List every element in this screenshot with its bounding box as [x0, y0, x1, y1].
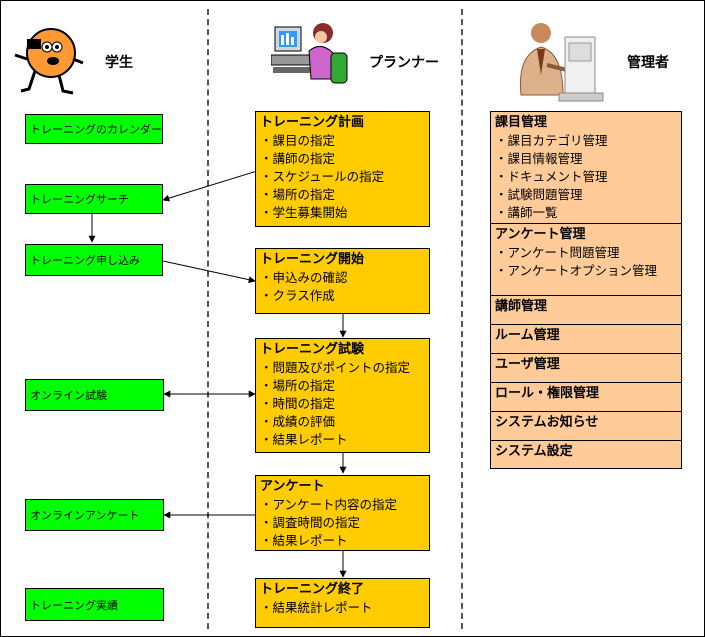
administrator-icon	[519, 23, 604, 102]
admin-item: ・講師一覧	[495, 205, 558, 220]
admin-section-title: アンケート管理	[495, 227, 586, 242]
student-box-calendar: トレーニングのカレンダー	[25, 114, 163, 144]
planner-box-title: アンケート	[260, 479, 325, 494]
planner-item: ・場所の指定	[260, 378, 336, 393]
planner-item: ・課目の指定	[260, 133, 336, 148]
planner-item: ・講師の指定	[260, 151, 336, 166]
admin-section-survey: アンケート管理 ・アンケート問題管理 ・アンケートオプション管理	[491, 224, 681, 296]
admin-section-title: ルーム管理	[495, 328, 560, 343]
lane-divider-1	[207, 9, 209, 629]
admin-item: ・アンケート問題管理	[495, 245, 620, 260]
planner-item: ・結果レポート	[260, 432, 348, 447]
admin-section-course: 課目管理 ・課目カテゴリ管理 ・課目情報管理 ・ドキュメント管理 ・試験問題管理…	[491, 112, 681, 224]
admin-section-notice: システムお知らせ	[491, 412, 681, 441]
admin-section-role: ロール・権限管理	[491, 383, 681, 412]
admin-section-instructor: 講師管理	[491, 296, 681, 325]
arrow-apply-to-start	[162, 260, 256, 284]
planner-item: ・クラス作成	[260, 288, 335, 303]
admin-item: ・課目情報管理	[495, 151, 583, 166]
planner-item: ・成績の評価	[260, 414, 336, 429]
admin-section-title: ユーザ管理	[495, 357, 560, 372]
admin-section-user: ユーザ管理	[491, 354, 681, 383]
planner-item: ・結果レポート	[260, 533, 348, 548]
planner-box-end: トレーニング終了 ・結果統計レポート	[255, 578, 430, 628]
planner-box-title: トレーニング終了	[260, 582, 365, 597]
planner-item: ・問題及びポイントの指定	[260, 360, 411, 375]
student-box-online-exam: オンライン試験	[25, 379, 164, 411]
admin-section-settings: システム設定	[491, 441, 681, 468]
admin-section-title: 講師管理	[495, 299, 548, 314]
student-box-results: トレーニング実績	[25, 588, 164, 621]
planner-item: ・場所の指定	[260, 187, 336, 202]
role-admin-title: 管理者	[627, 55, 669, 71]
planner-item: ・時間の指定	[260, 396, 336, 411]
planner-item: ・学生募集開始	[260, 205, 348, 220]
planner-box-exam: トレーニング試験 ・問題及びポイントの指定 ・場所の指定 ・時間の指定 ・成績の…	[255, 338, 430, 453]
admin-panel: 課目管理 ・課目カテゴリ管理 ・課目情報管理 ・ドキュメント管理 ・試験問題管理…	[490, 111, 682, 469]
admin-item: ・試験問題管理	[495, 187, 583, 202]
planner-box-title: トレーニング試験	[260, 342, 365, 357]
admin-section-title: ロール・権限管理	[495, 386, 600, 401]
admin-section-title: システム設定	[495, 444, 573, 459]
admin-item: ・課目カテゴリ管理	[495, 133, 608, 148]
admin-section-title: 課目管理	[495, 115, 548, 130]
student-box-online-survey: オンラインアンケート	[25, 499, 164, 531]
role-planner-title: プランナー	[369, 55, 439, 71]
role-student-title: 学生	[105, 55, 133, 71]
planner-item: ・結果統計レポート	[260, 600, 373, 615]
admin-section-room: ルーム管理	[491, 325, 681, 354]
planner-item: ・調査時間の指定	[260, 515, 361, 530]
planner-item: ・スケジュールの指定	[260, 169, 385, 184]
lane-divider-2	[461, 9, 463, 629]
planner-item: ・アンケート内容の指定	[260, 497, 398, 512]
student-face-icon	[14, 28, 84, 95]
student-box-search: トレーニングサーチ	[25, 184, 163, 214]
planner-box-plan: トレーニング計画 ・課目の指定 ・講師の指定 ・スケジュールの指定 ・場所の指定…	[255, 111, 430, 227]
planner-computer-icon	[271, 23, 348, 84]
student-box-apply: トレーニング申し込み	[25, 244, 163, 276]
planner-box-survey: アンケート ・アンケート内容の指定 ・調査時間の指定 ・結果レポート	[255, 475, 430, 551]
planner-box-title: トレーニング開始	[260, 252, 365, 267]
planner-box-title: トレーニング計画	[260, 115, 365, 130]
planner-item: ・申込みの確認	[260, 270, 348, 285]
arrow-plan-to-search	[162, 170, 258, 202]
admin-item: ・アンケートオプション管理	[495, 263, 658, 278]
admin-section-title: システムお知らせ	[495, 415, 599, 430]
admin-item: ・ドキュメント管理	[495, 169, 608, 184]
planner-box-start: トレーニング開始 ・申込みの確認 ・クラス作成	[255, 248, 430, 314]
